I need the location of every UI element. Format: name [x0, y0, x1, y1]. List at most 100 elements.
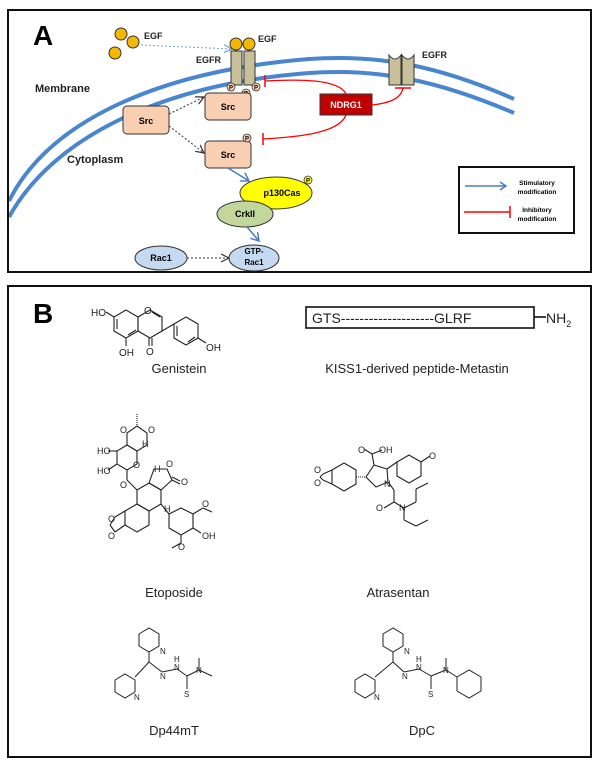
- crkii-label: CrkII: [235, 209, 255, 219]
- atom-label: OH: [119, 348, 134, 359]
- egf-ligand-cluster: [108, 27, 140, 60]
- atom-label: N: [416, 663, 422, 672]
- atom-label: O: [314, 465, 321, 475]
- src-activation-arrow: [168, 125, 204, 153]
- atom-label: N: [443, 666, 449, 675]
- egfr-left-receptor: [229, 37, 256, 86]
- compound-name-atrasentan: Atrasentan: [367, 585, 430, 600]
- phospho-label: P: [254, 86, 258, 92]
- atom-label: O: [148, 425, 155, 435]
- ndrg1-inhibit-src: [262, 114, 347, 140]
- gtp-rac1-label-line2: Rac1: [244, 258, 264, 267]
- pathway-diagram: A Membrane Cytoplasm EGF EGF EGFR P P P …: [7, 20, 515, 272]
- egf-bound-label: EGF: [258, 34, 277, 44]
- compound-name-dp44mt: Dp44mT: [149, 723, 199, 738]
- gtp-rac1-node: GTP- Rac1: [228, 244, 280, 272]
- etoposide-structure: [107, 414, 213, 549]
- amide-terminal: NH2: [546, 310, 571, 329]
- atom-label: N: [196, 666, 202, 675]
- src-to-p130cas-arrow: [227, 167, 249, 181]
- src-inactive-label: Src: [139, 116, 154, 126]
- atom-label: O: [166, 459, 173, 469]
- legend-stimulatory-label: Stimulatory: [519, 180, 555, 187]
- src-activation-arrow: [168, 97, 204, 115]
- egf-free-label: EGF: [144, 31, 163, 41]
- egf-ligand: [108, 46, 122, 60]
- atom-label: N: [160, 672, 166, 681]
- legend-frame: [458, 166, 575, 234]
- gtp-rac1-label-line1: GTP-: [244, 247, 263, 256]
- panel-label-a: A: [33, 20, 53, 51]
- atom-label: S: [428, 690, 433, 699]
- atom-label: N: [402, 672, 408, 681]
- dp44mt-structure: [114, 627, 213, 699]
- atom-label: O: [202, 499, 209, 509]
- atom-label: N: [404, 647, 410, 656]
- atom-label: N: [174, 663, 180, 672]
- atom-label: HO: [97, 446, 111, 456]
- ndrg1-inhibit-egfr-phospho: [264, 79, 347, 95]
- egf-bound-ligand: [242, 37, 256, 51]
- egf-binding-arrow: [140, 45, 232, 49]
- membrane-outer-line: [7, 55, 515, 202]
- phospho-label: P: [245, 137, 249, 143]
- atom-label: H: [164, 504, 171, 514]
- atom-label: O: [181, 477, 188, 487]
- atom-label: O: [108, 514, 115, 524]
- atom-label: O: [358, 445, 365, 455]
- rac1-label: Rac1: [150, 253, 172, 263]
- legend-inhibitory-label2: modification: [518, 216, 557, 223]
- legend-inhibitory-label: Inhibitory: [522, 207, 552, 214]
- atom-label: O: [120, 425, 127, 435]
- atom-label: S: [184, 690, 189, 699]
- compound-name-etoposide: Etoposide: [145, 585, 203, 600]
- src-cytoplasm-label: Src: [221, 150, 236, 160]
- legend-stimulatory-label2: modification: [518, 189, 557, 196]
- egf-ligand: [114, 27, 128, 41]
- atrasentan-structure: [319, 448, 431, 527]
- p130cas-node: p130Cas P: [239, 175, 313, 210]
- atom-label: O: [178, 542, 185, 552]
- src-membrane-label: Src: [221, 102, 236, 112]
- src-inactive-node: Src: [122, 105, 170, 135]
- genistein-structure: [105, 309, 207, 346]
- atom-label: H: [174, 655, 180, 664]
- egfr-right-receptor: [388, 53, 415, 86]
- egfr-right-label: EGFR: [422, 50, 448, 60]
- egfr-left-label: EGFR: [196, 55, 222, 65]
- compound-name-dpc: DpC: [409, 723, 435, 738]
- atom-label: H: [154, 464, 161, 474]
- ndrg1-label: NDRG1: [330, 100, 362, 110]
- atom-label: HO: [91, 308, 106, 319]
- p130cas-label: p130Cas: [263, 188, 300, 198]
- atom-label: O: [314, 478, 321, 488]
- atom-label: O: [429, 451, 436, 461]
- atom-label: N: [134, 693, 140, 702]
- cytoplasm-label: Cytoplasm: [67, 154, 123, 166]
- atom-label: OH: [202, 531, 216, 541]
- legend-overlay: Stimulatory modification Inhibitory modi…: [458, 166, 575, 234]
- atom-label: O: [376, 503, 383, 513]
- panel-b-compounds: B HO O OH O OH Genistein GTS------------…: [7, 285, 592, 758]
- panel-a-signaling-pathway: A Membrane Cytoplasm EGF EGF EGFR P P P …: [7, 9, 592, 273]
- egf-ligand: [126, 35, 140, 49]
- membrane-inner-line: [7, 69, 515, 218]
- atom-label: O: [144, 306, 152, 317]
- atom-label: N: [160, 647, 166, 656]
- atom-label: N: [374, 693, 380, 702]
- atom-label: N: [399, 503, 406, 513]
- dpc-structure: [354, 627, 482, 699]
- compound-name-metastin: KISS1-derived peptide-Metastin: [325, 361, 509, 376]
- atom-label: OH: [379, 445, 393, 455]
- compound-structures: B HO O OH O OH Genistein GTS------------…: [33, 298, 571, 738]
- src-membrane-node: Src: [204, 92, 252, 121]
- compound-name-genistein: Genistein: [152, 361, 207, 376]
- atom-label: H: [142, 439, 149, 449]
- atom-label: O: [108, 531, 115, 541]
- crkii-node: CrkII: [216, 200, 274, 228]
- ndrg1-inhibit-egfr: [371, 87, 404, 106]
- crkii-to-rac1-arrow: [246, 226, 259, 241]
- metastin-structure: GTS--------------------GLRF NH2: [305, 306, 571, 329]
- atom-label: O: [133, 460, 140, 470]
- legend-arrowhead-icon: [499, 181, 508, 191]
